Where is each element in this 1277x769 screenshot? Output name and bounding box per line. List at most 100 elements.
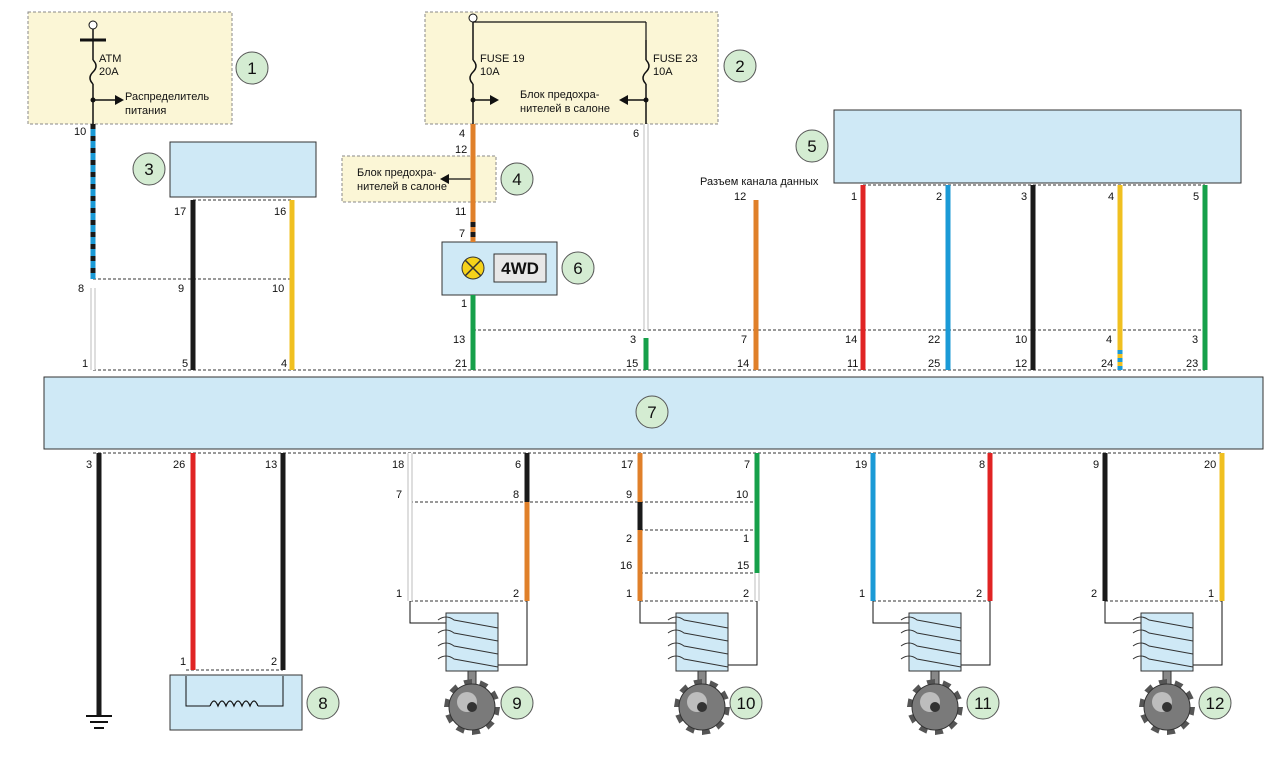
fuse-block-right-label-2: нителей в салоне [520,103,610,115]
callout-10: 10 [729,686,763,720]
pin-label: 1 [82,358,88,370]
pin-label: 9 [178,283,184,295]
fuse-block-right: FUSE 19 10A FUSE 23 10A Блок предохра- н… [424,11,719,125]
coil-icon [445,612,499,672]
callout-12: 12 [1198,686,1232,720]
pin-label: 2 [1091,588,1097,600]
pin-label: 17 [621,459,633,471]
callout-6: 6 [561,251,595,285]
speed-sensor-12 [1104,601,1223,735]
gear-icon [444,679,500,735]
pin-labels: 10 8 1 17 16 9 10 5 4 4 12 11 7 1 13 21 … [74,126,1216,668]
pin-label: 6 [633,128,639,140]
wires [90,124,1225,715]
pin-label: 16 [274,206,286,218]
indicator-4wd: 4WD [441,241,558,296]
pin-label: 4 [1108,191,1114,203]
coil-icon [908,612,962,672]
pin-label: 3 [1192,334,1198,346]
component-5-box [833,109,1242,184]
pin-label: 1 [180,656,186,668]
pin-label: 2 [976,588,982,600]
svg-text:1: 1 [247,59,256,78]
speed-sensor-10 [639,601,758,735]
pin-label: 7 [396,489,402,501]
pin-label: 20 [1204,459,1216,471]
pin-label: 7 [459,228,465,240]
fuse23-name: FUSE 23 [653,53,698,65]
pin-label: 14 [737,358,749,370]
pin-label: 2 [513,588,519,600]
ground-icon [86,715,112,729]
pin-label: 11 [455,206,466,218]
pin-label: 8 [513,489,519,501]
callout-3: 3 [132,152,166,186]
svg-text:4: 4 [512,170,521,189]
pin-label: 5 [1193,191,1199,203]
pin-label: 17 [174,206,186,218]
pin-label: 8 [78,283,84,295]
pin-label: 1 [396,588,402,600]
pin-label: 3 [86,459,92,471]
component-8 [169,674,303,731]
fuse-block-left: ATM 20A Распределитель питания [27,11,233,125]
pin-label: 15 [626,358,638,370]
pin-label: 13 [453,334,465,346]
pin-label: 19 [855,459,867,471]
callout-4: 4 [500,162,534,196]
fuse-block-right-label-1: Блок предохра- [520,89,600,101]
pin-label: 15 [737,560,749,572]
callout-7: 7 [635,395,669,429]
callout-1: 1 [235,51,269,85]
pin-label: 1 [1208,588,1214,600]
pin-label: 1 [461,298,467,310]
pin-label: 1 [851,191,857,203]
fuse-block-small-label-1: Блок предохра- [357,167,437,179]
pin-label: 1 [626,588,632,600]
pin-label: 5 [182,358,188,370]
fuse-block-left-label-2: питания [125,105,166,117]
svg-text:5: 5 [807,137,816,156]
pin-label: 9 [1093,459,1099,471]
pin-label: 14 [845,334,857,346]
pin-label: 23 [1186,358,1198,370]
fuse-block-small: Блок предохра- нителей в салоне [341,155,497,203]
svg-text:3: 3 [144,160,153,179]
pin-label: 3 [630,334,636,346]
svg-text:6: 6 [573,259,582,278]
component-3-box [169,141,317,198]
pin-label: 25 [928,358,940,370]
gear-icon [674,679,730,735]
pin-label: 2 [271,656,277,668]
pin-label: 7 [744,459,750,471]
pin-label: 10 [1015,334,1027,346]
sensors [409,601,1223,735]
callout-11: 11 [966,686,1000,720]
speed-sensor-9 [409,601,528,735]
pin-label: 22 [928,334,940,346]
pin-label: 3 [1021,191,1027,203]
svg-text:9: 9 [512,694,521,713]
fuse19-rating: 10A [480,66,500,78]
svg-text:11: 11 [974,694,992,713]
callout-2: 2 [723,49,757,83]
pin-label: 1 [859,588,865,600]
svg-text:7: 7 [647,403,656,422]
fuse-block-small-label-2: нителей в салоне [357,181,447,193]
pin-label: 4 [459,128,465,140]
pin-label: 2 [743,588,749,600]
fuse-block-left-label-1: Распределитель [125,91,209,103]
fuse-atm-rating: 20A [99,66,119,78]
pin-label: 11 [847,358,858,370]
indicator-4wd-text: 4WD [501,259,539,278]
callouts: 1 2 3 4 5 6 7 8 9 10 11 12 [132,49,1232,720]
pin-label: 13 [265,459,277,471]
data-connector-label: Разъем канала данных [700,176,819,188]
callout-5: 5 [795,129,829,163]
pin-label: 2 [936,191,942,203]
speed-sensor-11 [872,601,991,735]
gear-icon [907,679,963,735]
svg-text:8: 8 [318,694,327,713]
pin-label: 16 [620,560,632,572]
